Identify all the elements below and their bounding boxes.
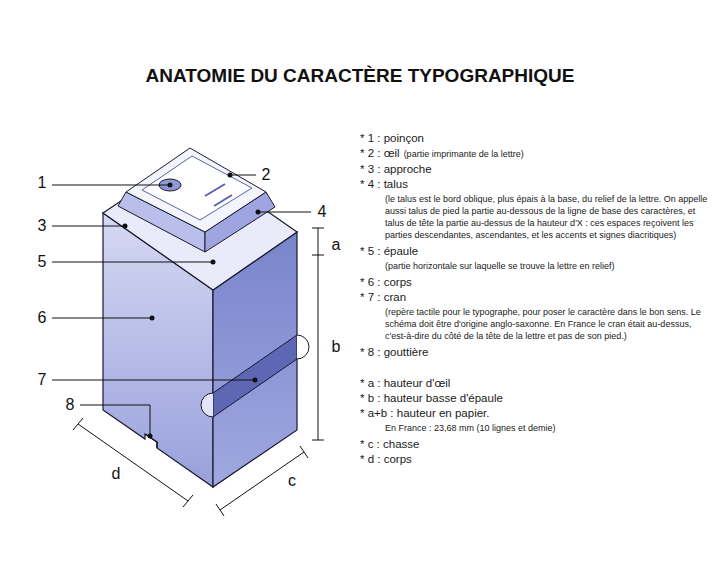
dimension-letter: d (112, 465, 121, 483)
callout-number: 7 (38, 371, 47, 389)
note-text: (repère tactile pour le typographe, pour… (360, 306, 712, 342)
legend-item: * a+b : hauteur en papier. (360, 406, 712, 421)
dimension-letter: a (332, 236, 341, 254)
legend-item: * 8 : gouttière (360, 345, 712, 360)
letter-slot (205, 184, 232, 206)
callout-number: 6 (38, 309, 47, 327)
legend-item: * 3 : approche (360, 162, 712, 177)
legend-item: * a : hauteur d'œil (360, 376, 712, 391)
callout-number: 4 (318, 203, 327, 221)
callout-number: 2 (262, 166, 271, 184)
groove-notch (145, 434, 157, 448)
legend-item: * 4 : talus (360, 177, 712, 192)
leader-lines (52, 175, 311, 436)
legend-item: * 2 : œil (360, 147, 400, 159)
legend-item: * b : hauteur basse d'épaule (360, 391, 712, 406)
nick-end (297, 335, 309, 359)
legend-item: * d : corps (360, 452, 712, 467)
callout-number: 5 (38, 253, 47, 271)
callout-number: 3 (38, 217, 47, 235)
callout-number: 8 (66, 396, 75, 414)
nick-groove (213, 335, 297, 417)
legend-line: * 2 : œil (partie imprimante de la lettre… (360, 146, 712, 162)
letter-face (142, 156, 252, 220)
callout-number: 1 (38, 174, 47, 192)
note-text: En France : 23,68 mm (10 lignes et demie… (360, 422, 712, 434)
diagram-title: ANATOMIE DU CARACTÈRE TYPOGRAPHIQUE (0, 64, 720, 88)
dimension-letter: c (288, 472, 296, 490)
legend-item: * 1 : poinçon (360, 131, 712, 146)
nick-end (201, 393, 213, 417)
note-text: (partie imprimante de la lettre) (404, 149, 524, 159)
legend-item: * 7 : cran (360, 290, 712, 305)
note-text: (le talus est le bord oblique, plus épai… (360, 193, 712, 241)
legend-item: * 6 : corps (360, 275, 712, 290)
legend-column: * 1 : poinçon* 2 : œil (partie imprimante… (360, 131, 712, 467)
dimension-letter: b (332, 338, 341, 356)
note-text: (partie horizontale sur laquelle se trou… (360, 260, 712, 272)
leader-dots (123, 173, 261, 439)
legend-item: * 5 : épaule (360, 244, 712, 259)
dimension-lines (73, 228, 324, 516)
face-top (126, 148, 266, 232)
legend-item: * c : chasse (360, 437, 712, 452)
